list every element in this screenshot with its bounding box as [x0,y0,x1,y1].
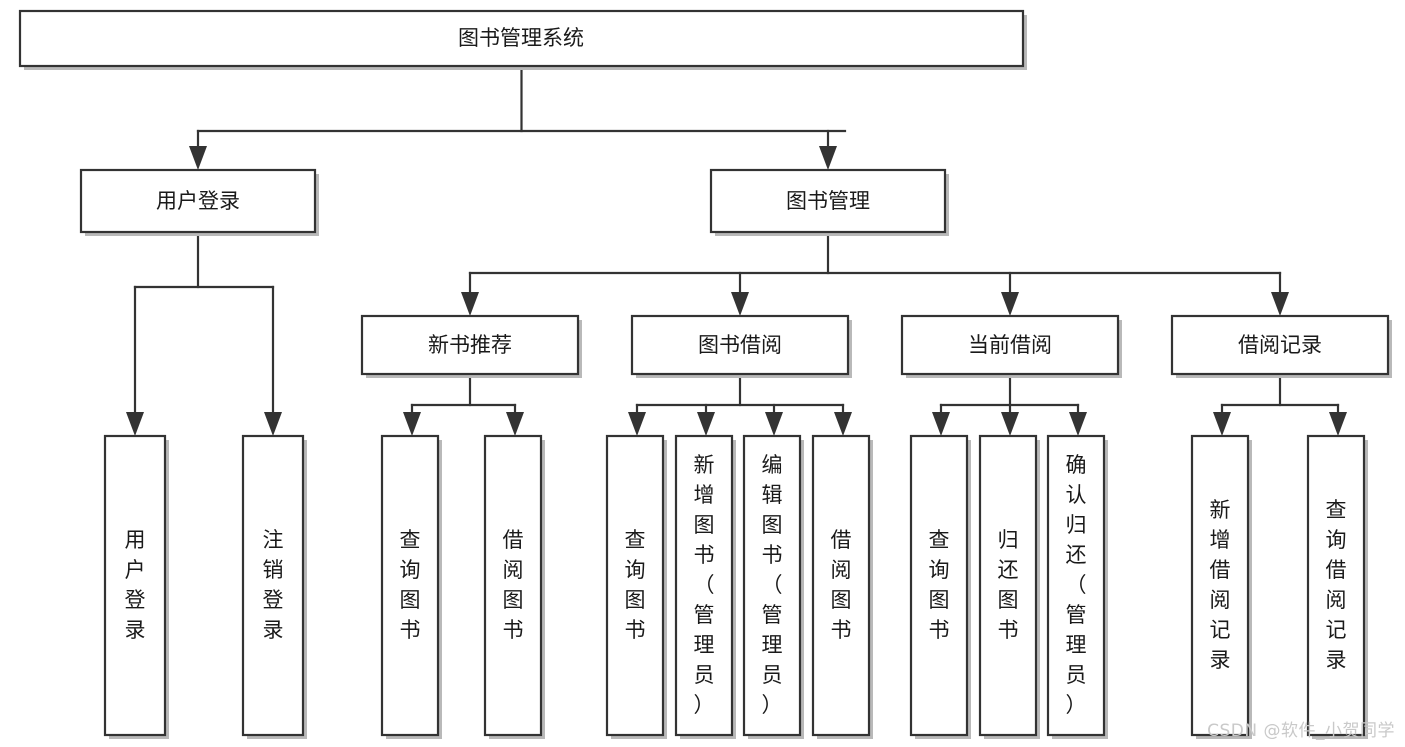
node-book-borrow[interactable]: 图书借阅 [630,314,852,378]
arrow-leaf-query-book-1 [403,412,421,436]
node-leaf-user-logout-label: 注销登录 [263,528,284,642]
node-leaf-borrow-book-1-label: 借阅图书 [503,528,524,642]
node-leaf-query-record-label: 查询借阅记录 [1326,498,1347,672]
arrow-leaf-confirm-return [1069,412,1087,436]
node-leaf-borrow-book-2-label: 借阅图书 [831,528,852,642]
arrow-leaf-query-record [1329,412,1347,436]
node-current-borrow-label: 当前借阅 [968,333,1052,357]
node-leaf-query-book-2-label: 查询图书 [625,528,646,642]
node-new-book-recommend[interactable]: 新书推荐 [360,314,582,378]
arrow-leaf-add-record [1213,412,1231,436]
node-leaf-borrow-book-1[interactable]: 借阅图书 [483,434,545,739]
arrow-leaf-edit-book [765,412,783,436]
node-user-login[interactable]: 用户登录 [79,168,319,236]
arrow-new-book-recommend [461,292,479,316]
node-book-manage[interactable]: 图书管理 [709,168,949,236]
node-leaf-add-book[interactable]: 新增图书（管理员） [674,434,736,739]
node-leaf-add-record[interactable]: 新增借阅记录 [1190,434,1252,739]
node-current-borrow[interactable]: 当前借阅 [900,314,1122,378]
arrow-book-borrow [731,292,749,316]
nodes-layer: 图书管理系统 用户登录 图书管理 新书推荐 [18,9,1392,739]
arrow-current-borrow [1001,292,1019,316]
arrow-book-manage [819,146,837,170]
node-leaf-user-logout[interactable]: 注销登录 [241,434,307,739]
node-leaf-confirm-return[interactable]: 确认归还（管理员） [1046,434,1108,739]
node-leaf-query-book-1-label: 查询图书 [400,528,421,642]
node-leaf-return-book[interactable]: 归还图书 [978,434,1040,739]
node-root-label: 图书管理系统 [458,26,584,50]
node-leaf-confirm-return-label: 确认归还（管理员） [1066,453,1087,717]
node-leaf-query-book-2[interactable]: 查询图书 [605,434,667,739]
edges-layer [126,64,1347,436]
node-new-book-recommend-label: 新书推荐 [428,333,512,357]
arrow-user-login [189,146,207,170]
arrow-leaf-user-login [126,412,144,436]
node-root[interactable]: 图书管理系统 [18,9,1027,70]
arrow-leaf-add-book [697,412,715,436]
arrow-borrow-record [1271,292,1289,316]
node-leaf-query-book-3[interactable]: 查询图书 [909,434,971,739]
node-leaf-query-book-3-label: 查询图书 [929,528,950,642]
arrow-leaf-query-book-2 [628,412,646,436]
node-user-login-label: 用户登录 [156,189,240,213]
node-book-manage-label: 图书管理 [786,189,870,213]
node-leaf-query-book-1[interactable]: 查询图书 [380,434,442,739]
arrow-leaf-borrow-book-2 [834,412,852,436]
node-leaf-add-record-label: 新增借阅记录 [1210,498,1231,672]
node-leaf-user-login-label: 用户登录 [125,528,146,642]
node-leaf-query-record[interactable]: 查询借阅记录 [1306,434,1368,739]
node-leaf-add-book-label: 新增图书（管理员） [694,453,715,717]
node-borrow-record[interactable]: 借阅记录 [1170,314,1392,378]
node-borrow-record-label: 借阅记录 [1238,333,1322,357]
node-leaf-edit-book-label: 编辑图书（管理员） [762,453,783,717]
node-book-borrow-label: 图书借阅 [698,333,782,357]
node-leaf-edit-book[interactable]: 编辑图书（管理员） [742,434,804,739]
arrow-leaf-return-book [1001,412,1019,436]
node-leaf-user-login[interactable]: 用户登录 [103,434,169,739]
node-leaf-return-book-label: 归还图书 [998,528,1019,642]
arrow-leaf-query-book-3 [932,412,950,436]
arrow-leaf-borrow-book-1 [506,412,524,436]
node-leaf-borrow-book-2[interactable]: 借阅图书 [811,434,873,739]
arrow-leaf-user-logout [264,412,282,436]
